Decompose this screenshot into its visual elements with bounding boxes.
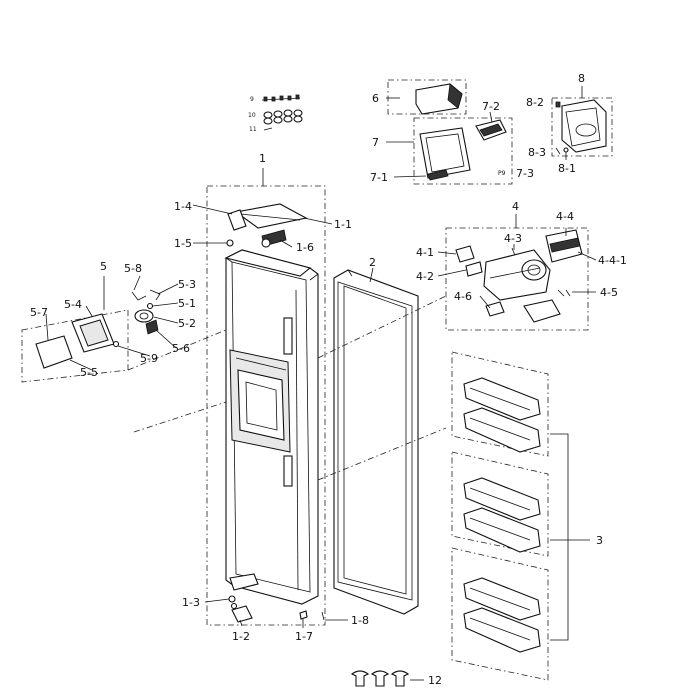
label-8-1: 8-1	[558, 162, 576, 175]
label-3: 3	[596, 534, 603, 547]
part-4-6	[485, 301, 505, 317]
label-4-5: 4-5	[600, 286, 618, 299]
label-1-1: 1-1	[334, 218, 352, 231]
label-10: 10	[248, 112, 256, 119]
label-5-7: 5-7	[30, 306, 48, 319]
housing-group-7	[386, 111, 513, 185]
label-4: 4	[512, 200, 519, 213]
lower-hinge-part-1-2	[229, 573, 259, 591]
door-handle-upper	[283, 317, 293, 355]
label-1-5: 1-5	[174, 237, 192, 250]
part-7-1	[427, 169, 449, 181]
door-bins-group-3	[451, 351, 590, 681]
bin-1	[463, 377, 541, 453]
label-4-1: 4-1	[416, 246, 434, 259]
label-12: 12	[428, 674, 442, 687]
coil-part-5-2	[134, 309, 154, 323]
screws-part-12	[350, 670, 424, 687]
guide-lines	[127, 295, 447, 481]
label-5-6: 5-6	[172, 342, 190, 355]
label-9: 9	[250, 96, 254, 103]
label-4-4-1: 4-4-1	[598, 254, 627, 267]
label-4-6: 4-6	[454, 290, 472, 303]
hardware-9-10-11	[261, 94, 303, 131]
part-labels: 1 1-4 1-1 1-5 1-6 1-3 1-2 1-7 1-8 2 3 4 …	[30, 72, 627, 687]
pin-part-1-8	[321, 611, 325, 621]
bolt-part-5-1	[146, 302, 154, 310]
label-7-3: 7-3	[516, 167, 534, 180]
label-5-1: 5-1	[178, 297, 196, 310]
dispenser-group-5	[21, 275, 179, 383]
screws-row-10	[263, 109, 303, 125]
label-7-2: 7-2	[482, 100, 500, 113]
wire-part-5-8	[131, 291, 147, 301]
label-1-2: 1-2	[232, 630, 250, 643]
hinge-part-1-4	[227, 209, 247, 231]
label-8: 8	[578, 72, 585, 85]
label-1-3: 1-3	[182, 596, 200, 609]
label-4-3: 4-3	[504, 232, 522, 245]
label-5-5: 5-5	[80, 366, 98, 379]
label-11: 11	[249, 126, 257, 133]
label-5-9: 5-9	[140, 352, 158, 365]
label-7-1: 7-1	[370, 171, 388, 184]
label-1-8: 1-8	[351, 614, 369, 627]
label-1-7: 1-7	[295, 630, 313, 643]
bin-3	[463, 577, 541, 653]
top-cover-part-1-1	[234, 203, 308, 229]
door-assembly-group	[192, 168, 348, 628]
lower-plate-part-5-7	[35, 335, 73, 369]
screws-row-9	[261, 94, 301, 102]
lever-part-5-6	[145, 319, 159, 335]
gasket-part-2	[333, 267, 419, 615]
door-handle-lower	[283, 455, 293, 487]
label-5-3: 5-3	[178, 278, 196, 291]
door-panel	[224, 249, 319, 605]
screw-part-5-9	[112, 340, 120, 348]
label-5-4: 5-4	[64, 298, 82, 311]
label-6: 6	[372, 92, 379, 105]
cover-part-6	[386, 79, 467, 115]
spring-part-5-3	[149, 289, 161, 301]
label-1: 1	[259, 152, 266, 165]
part-8-2	[555, 101, 561, 108]
screw-part-11	[263, 127, 273, 131]
duct	[523, 299, 561, 323]
label-5-8: 5-8	[124, 262, 142, 275]
part-8-3	[555, 147, 561, 155]
part-4-2	[465, 261, 483, 277]
bolt-part-1-5	[226, 239, 234, 247]
bin-2	[463, 477, 541, 553]
bucket-group-8	[551, 86, 613, 160]
label-5-2: 5-2	[178, 317, 196, 330]
door-group-box	[206, 185, 326, 626]
label-p9-small: P9	[498, 170, 506, 177]
label-8-2: 8-2	[526, 96, 544, 109]
motor-group-4	[437, 214, 597, 331]
label-5: 5	[100, 260, 107, 273]
label-4-4: 4-4	[556, 210, 574, 223]
label-8-3: 8-3	[528, 146, 546, 159]
label-7: 7	[372, 136, 379, 149]
label-1-4: 1-4	[174, 200, 192, 213]
part-1-7	[299, 610, 308, 620]
label-4-2: 4-2	[416, 270, 434, 283]
label-1-6: 1-6	[296, 241, 314, 254]
part-4-1	[455, 245, 475, 263]
screw-part-1-3	[228, 595, 236, 603]
part-8-1	[563, 147, 569, 153]
screws-part-4-5	[557, 289, 571, 297]
label-2: 2	[369, 256, 376, 269]
